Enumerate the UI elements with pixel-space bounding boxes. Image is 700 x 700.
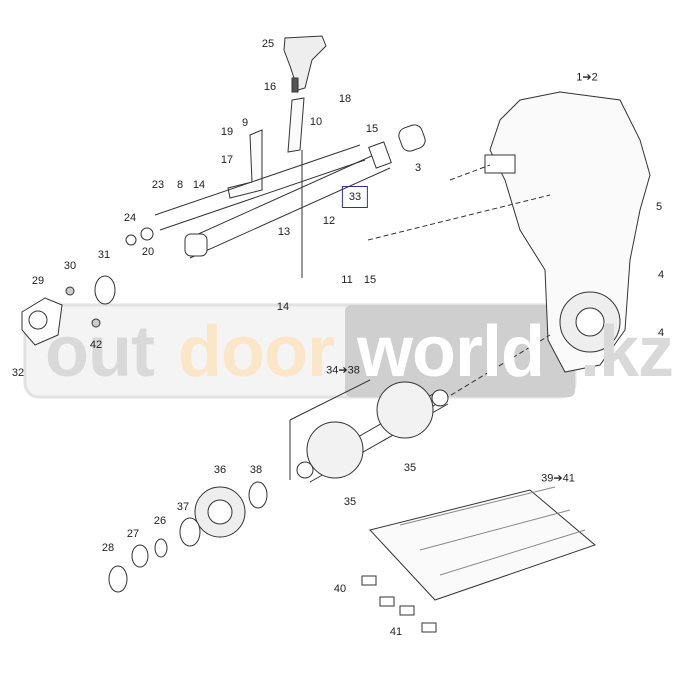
callout-40: 40 — [333, 583, 347, 595]
seal-27 — [131, 544, 149, 568]
callout-14: 14 — [192, 179, 206, 191]
clip-41 — [399, 605, 415, 616]
lever-plate — [287, 97, 305, 153]
callout-35b: 35 — [343, 496, 357, 508]
callout-23: 23 — [151, 179, 165, 191]
watermark-door: door — [178, 312, 335, 392]
callout-28: 28 — [101, 542, 115, 554]
callout-15: 15 — [365, 123, 379, 135]
ring-28 — [108, 565, 128, 593]
callout-32: 32 — [11, 367, 25, 379]
callout-18: 18 — [338, 93, 352, 105]
ring-26 — [154, 538, 168, 558]
flange-29 — [21, 297, 63, 346]
sprocket-35a — [306, 421, 364, 479]
callout-25: 25 — [261, 38, 275, 50]
callout-41: 41 — [389, 626, 403, 638]
shift-handle — [283, 35, 327, 91]
callout-36: 36 — [213, 464, 227, 476]
callout-34-38: 34➔38 — [326, 364, 360, 377]
slide-rows — [399, 486, 586, 576]
spline-end — [184, 233, 208, 257]
clip-40b — [379, 596, 395, 607]
callout-39-41: 39➔41 — [541, 472, 575, 485]
leader-34-38 — [289, 379, 371, 480]
callout-4: 4 — [657, 269, 665, 281]
callout-12: 12 — [322, 215, 336, 227]
callout-42: 42 — [89, 339, 103, 351]
ring-24 — [125, 234, 137, 246]
bushing-3 — [398, 124, 426, 152]
bearing-37 — [179, 517, 201, 547]
shaft-8 — [154, 144, 366, 231]
callout-30: 30 — [63, 260, 77, 272]
flange-hole — [28, 310, 48, 330]
watermark-kz: .kz — [580, 312, 674, 392]
callout-11: 11 — [341, 274, 353, 286]
ring-38 — [248, 481, 268, 509]
callout-4b: 4 — [657, 327, 665, 339]
callout-8: 8 — [176, 179, 184, 191]
ring-20 — [140, 227, 154, 241]
watermark-world: world — [357, 312, 545, 392]
watermark-out: out — [45, 312, 155, 392]
callout-31: 31 — [97, 249, 111, 261]
sprocket-35b — [376, 381, 434, 439]
callout-19: 19 — [220, 126, 234, 138]
callout-24: 24 — [123, 212, 137, 224]
bearing-31 — [94, 275, 116, 305]
clip-41b — [421, 622, 437, 633]
callout-15b: 15 — [363, 274, 377, 286]
callout-27: 27 — [126, 528, 140, 540]
callout-29: 29 — [31, 275, 45, 287]
shaft-33 — [184, 149, 391, 259]
watermark-dark-panel — [345, 305, 575, 397]
spring — [291, 77, 299, 93]
clip-40 — [361, 575, 377, 586]
callout-13: 13 — [277, 226, 291, 238]
callout-26: 26 — [153, 515, 167, 527]
slide-assembly — [369, 489, 596, 601]
callout-10: 10 — [309, 116, 323, 128]
callout-9: 9 — [241, 117, 249, 129]
callout-35: 35 — [403, 462, 417, 474]
callout-5: 5 — [655, 201, 663, 213]
callout-1-2: 1➔2 — [576, 71, 598, 84]
callout-38: 38 — [249, 464, 263, 476]
housing-shaft — [484, 154, 516, 174]
sleeve — [368, 141, 392, 169]
nut-30 — [65, 286, 75, 296]
nut-42 — [91, 318, 101, 328]
callout-20: 20 — [141, 246, 155, 258]
callout-37: 37 — [176, 501, 190, 513]
callout-16: 16 — [263, 81, 277, 93]
dashed-leaders — [367, 164, 551, 421]
callout-17: 17 — [220, 154, 234, 166]
callout-14b: 14 — [276, 301, 290, 313]
callout-3: 3 — [414, 162, 422, 174]
callout-33-highlighted[interactable]: 33 — [341, 186, 369, 208]
